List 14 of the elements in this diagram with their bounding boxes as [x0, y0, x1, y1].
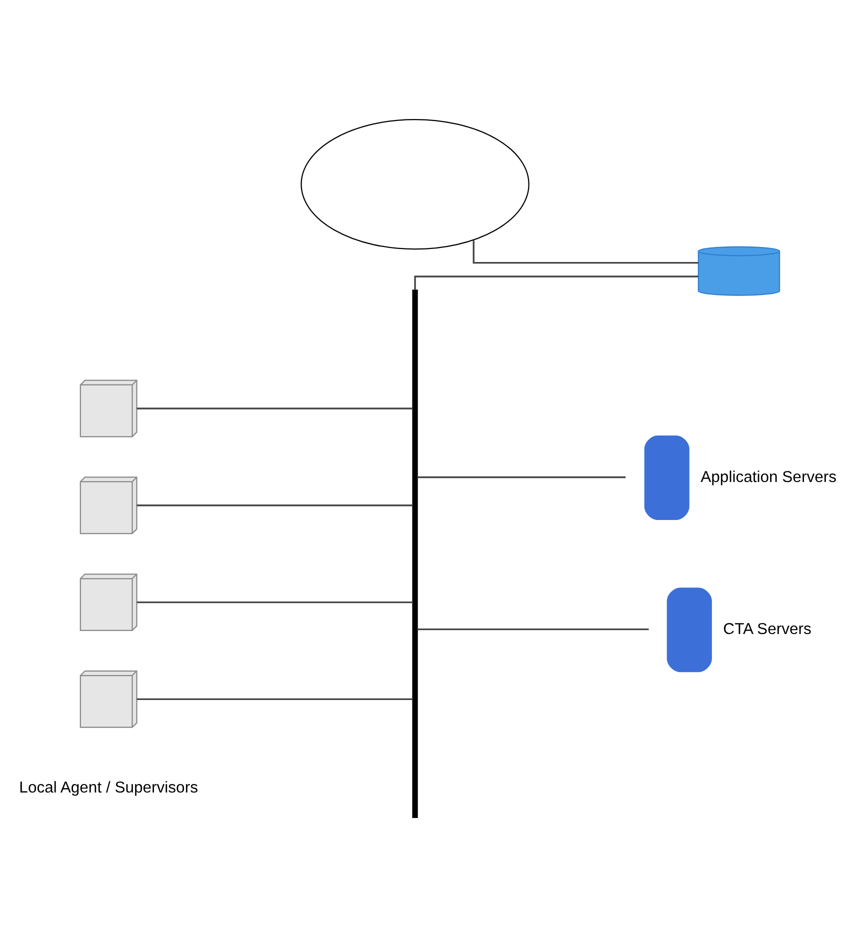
node-label: Application Servers	[700, 468, 836, 486]
node-bar	[412, 289, 418, 818]
connector	[136, 600, 413, 603]
label: Local Agent / Supervisors	[19, 778, 198, 796]
node-cloud	[300, 118, 530, 250]
connector	[136, 407, 413, 409]
node-server	[666, 587, 712, 672]
connector	[417, 476, 626, 478]
node-label: CTA Servers	[723, 620, 812, 638]
connector	[417, 628, 649, 630]
connector	[472, 240, 698, 264]
connector	[136, 698, 413, 700]
connector	[136, 504, 413, 506]
node-server	[644, 435, 690, 520]
